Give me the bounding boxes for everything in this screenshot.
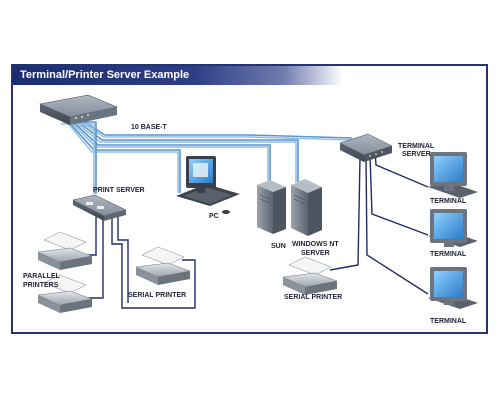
cable-print-server-parallel-1	[84, 217, 97, 256]
cable-to-nt-server	[71, 116, 299, 182]
pc-computer	[176, 156, 240, 214]
label-serial-printer-left: SERIAL PRINTER	[128, 292, 186, 299]
cable-print-server-serial	[111, 217, 196, 309]
cable-to-terminal-server	[74, 115, 353, 139]
cable-to-nt-server-b	[71, 118, 297, 182]
label-parallel-printers-line2: PRINTERS	[23, 282, 59, 289]
ethernet-hub	[38, 94, 119, 125]
label-terminal-server-line2: SERVER	[402, 151, 431, 158]
label-terminal-1: TERMINAL	[430, 198, 467, 205]
cable-to-pc-b	[65, 120, 179, 193]
cable-print-server-serial-b	[117, 215, 129, 303]
label-print-server: PRINT SERVER	[93, 187, 145, 194]
diagram-title: Terminal/Printer Server Example	[20, 69, 190, 81]
cable-to-terminal-server-b	[74, 117, 353, 141]
terminal-3	[428, 267, 478, 309]
cable-terminal-server-t3	[365, 156, 429, 295]
label-windows-nt-line1: WINDOWS NT	[292, 241, 339, 248]
print-server-device	[72, 194, 127, 221]
label-terminal-2: TERMINAL	[430, 251, 467, 258]
serial-printer-right	[282, 256, 338, 295]
title-bar: Terminal/Printer Server Example	[13, 66, 343, 85]
cable-to-sun	[68, 117, 271, 182]
parallel-printer-2	[37, 274, 93, 313]
label-serial-printer-right: SERIAL PRINTER	[284, 294, 342, 301]
cable-terminal-server-printer	[329, 157, 361, 271]
serial-printer-left	[135, 246, 191, 285]
label-pc: PC	[209, 213, 219, 220]
terminal-1	[428, 152, 478, 198]
label-10base-t: 10 BASE-T	[131, 124, 168, 131]
sun-tower	[257, 180, 286, 234]
cable-to-pc	[65, 118, 181, 193]
cable-terminal-server-t2	[369, 154, 429, 236]
label-sun: SUN	[271, 243, 286, 250]
terminal-2	[428, 209, 478, 247]
ethernet-cables	[61, 115, 353, 194]
windows-nt-tower	[291, 179, 322, 236]
serial-cables	[84, 149, 429, 309]
label-parallel-printers-line1: PARALLEL	[23, 273, 61, 280]
cable-to-sun-b	[68, 119, 269, 182]
terminal-server-device	[339, 133, 393, 162]
label-terminal-server-line1: TERMINAL	[398, 143, 435, 150]
label-terminal-3: TERMINAL	[430, 318, 467, 325]
parallel-printer-1	[37, 231, 93, 270]
cable-print-server-parallel-2	[84, 217, 104, 299]
label-windows-nt-line2: SERVER	[301, 250, 330, 257]
